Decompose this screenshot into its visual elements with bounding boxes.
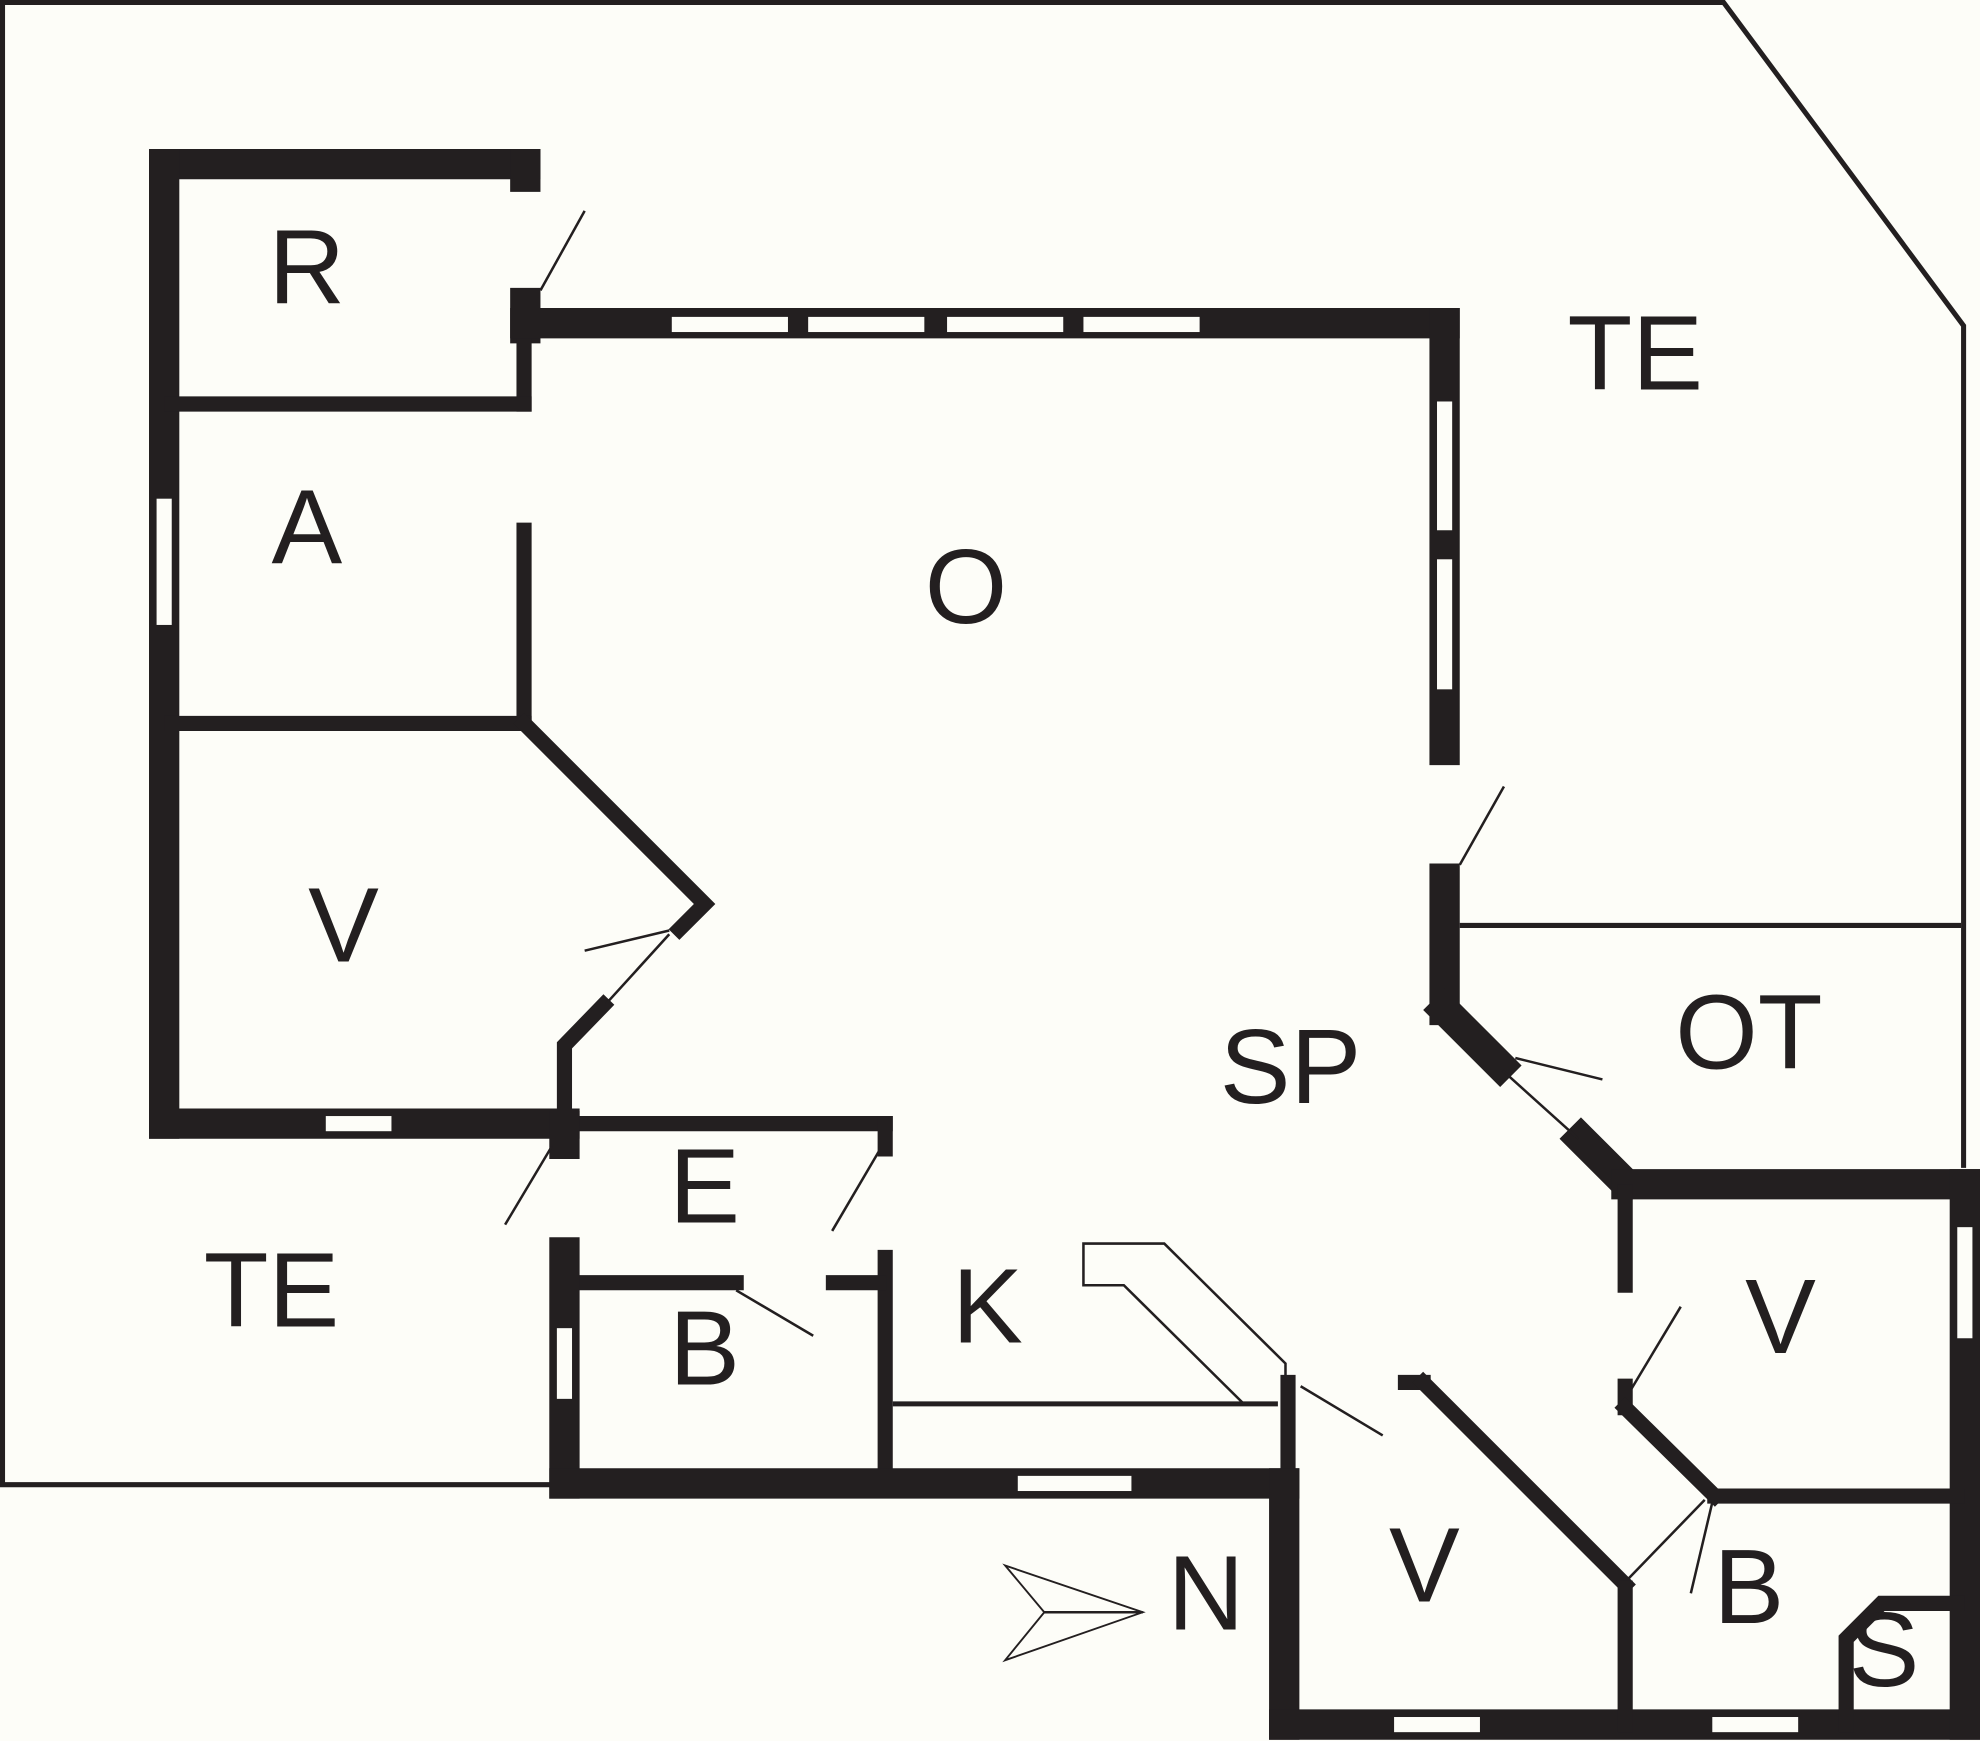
room-label-r: R (269, 209, 346, 327)
compass-label: N (1168, 1534, 1245, 1652)
room-label-s: S (1849, 1591, 1920, 1709)
room-label-ot: OT (1675, 974, 1822, 1092)
windows (156, 316, 1973, 1733)
room-label-o: O (925, 528, 1008, 646)
room-label-te-east: TE (1568, 295, 1704, 413)
room-label-v-south: V (1389, 1507, 1460, 1625)
room-label-e: E (669, 1128, 740, 1246)
terrace-outline (0, 0, 1967, 1488)
room-label-b-south: B (1714, 1528, 1785, 1646)
room-label-sp: SP (1220, 1008, 1361, 1126)
room-label-b-west: B (669, 1289, 740, 1407)
room-label-v-west: V (308, 866, 379, 984)
room-label-te-west: TE (204, 1231, 340, 1349)
room-label-v-se: V (1745, 1258, 1816, 1376)
door-swings (504, 210, 1714, 1594)
room-label-k: K (952, 1248, 1023, 1366)
room-label-a: A (271, 469, 342, 587)
